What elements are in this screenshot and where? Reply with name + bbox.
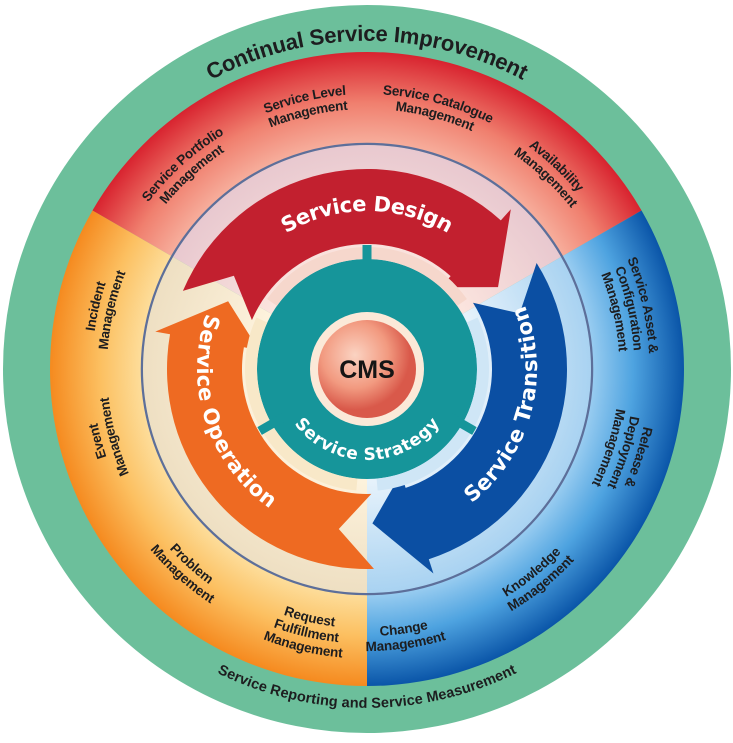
operation-arrow	[155, 301, 374, 570]
process-ring-border	[140, 142, 594, 596]
stage-arrows	[155, 168, 567, 574]
design-process-sector	[92, 52, 642, 257]
hub-gap-band	[376, 317, 489, 491]
hub-spoke	[257, 413, 287, 435]
cms-core	[318, 320, 416, 418]
hub-gaps	[244, 245, 489, 491]
transition-arrow	[372, 263, 567, 574]
process-ring	[50, 52, 684, 686]
hub-gap-band	[267, 247, 467, 306]
operation-process-sector	[50, 210, 368, 686]
transition-process-sector	[367, 210, 684, 686]
hub-gap-band	[244, 317, 358, 491]
design-arrow	[182, 168, 511, 321]
cms-label: CMS	[339, 356, 395, 384]
hub-spoke	[447, 413, 477, 435]
